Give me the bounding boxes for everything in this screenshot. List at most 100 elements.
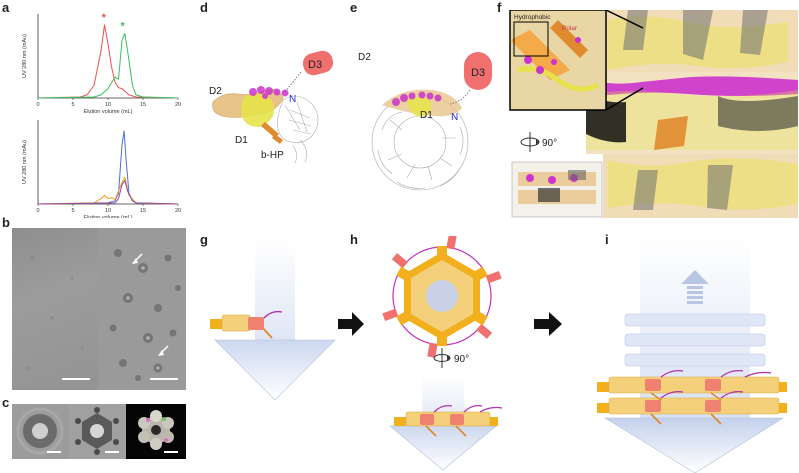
x-tick-label: 0 [36,102,39,108]
ghost-layers [624,313,766,367]
zoom-inset: Hydrophobic Polar [509,9,607,111]
class-average-3d-image [138,410,174,450]
series-line-blue [37,130,179,205]
micrograph-left-texture [25,256,84,380]
inset-label-hydrophobic: Hydrophobic [514,14,551,21]
class-average-1 [12,404,69,459]
linker-dotted [284,71,302,93]
x-tick-label: 20 [175,102,181,108]
rotation-label: 90° [542,138,557,149]
class-average-1-image [16,407,64,455]
x-axis-label: Elution volume (mL) [84,109,133,115]
side-view-inset [511,161,603,218]
panel-g-model [210,240,336,401]
panel-label-b: b [2,215,10,230]
domain-d1 [241,92,274,127]
panel-f-structure: Hydrophobic Polar 90° [509,9,798,218]
class-average-2-image [75,407,119,455]
panel-h-model: 90° [382,236,503,471]
domain-d3 [464,52,492,90]
panel-d-structure: D3 D2 D1 N b-HP [209,50,334,164]
rotate-icon [433,348,451,368]
label-n-terminus: N [451,112,458,123]
label-d3: D3 [471,67,485,79]
assembly-middle-layer [586,72,798,154]
panel-label-c: c [2,395,10,410]
chart-axes [37,120,178,205]
y-axis-label: UV 280 nm (mAu) [22,140,28,184]
peak-asterisk: * [102,12,107,24]
process-arrow-icon [338,312,364,336]
panel-label-h: h [350,232,358,247]
class-average-3d [126,404,186,459]
panel-label-d: d [200,0,208,15]
b-hairpin [261,122,283,144]
class-average-2 [69,404,126,459]
label-n-terminus: N [289,94,296,105]
series-line-purple [37,179,179,205]
scale-bar [62,378,90,380]
panel-label-g: g [200,232,208,247]
rotate-icon [520,132,540,152]
scale-bar [150,378,178,380]
assembly-top-layer [603,10,798,72]
x-tick-label: 5 [71,102,74,108]
label-d3: D3 [308,59,322,71]
process-arrow-icon [534,312,562,336]
membrane-arrow [214,339,336,401]
protein-layer-lower [597,390,787,425]
membrane-arrow [389,425,497,471]
panel-label-e: e [350,0,358,15]
x-tick-label: 10 [105,102,111,108]
zoom-line [605,87,644,111]
protein-monomer [210,310,283,339]
peak-asterisk: * [121,20,126,32]
zoom-line [605,9,644,29]
protein-layer-upper [597,369,787,394]
scale-bar [47,451,61,453]
domain-d3 [302,50,334,76]
domain-d1 [407,97,432,117]
x-tick-label: 15 [140,208,146,214]
x-tick-label: 20 [175,208,181,214]
panel-label-f: f [497,0,502,15]
micrograph-left [12,228,98,390]
series-line-green [37,32,179,99]
label-d2: D2 [358,52,371,63]
panel-f: Hydrophobic Polar 90° [508,9,798,222]
x-tick-label: 5 [71,208,74,214]
rotation-label: 90° [454,354,469,365]
micrograph-right-texture [109,249,181,381]
x-tick-label: 0 [36,208,39,214]
lipid-cluster [392,91,442,106]
linker-dotted [449,89,471,105]
x-tick-label: 15 [140,102,146,108]
scale-bar [164,451,178,453]
lipid-cluster [249,86,289,99]
series-line-orange [37,176,179,205]
membrane-arrow [603,417,785,473]
panel-e-structure: D3 D2 D1 N [358,52,492,191]
panel-label-i: i [605,232,609,247]
label-d1: D1 [235,135,248,146]
inset-label-polar: Polar [562,25,578,32]
protein-layer [394,404,503,437]
upward-arrow-icon [681,270,709,304]
series-line-red [37,24,179,99]
x-tick-label: 10 [105,208,111,214]
x-axis-label: Elution volume (mL) [84,215,133,218]
assembly-bottom-layer [603,154,798,218]
neighbor-subunit [277,95,319,164]
hexamer-ring [382,236,502,358]
label-d1: D1 [420,110,433,121]
chart-axes [37,14,178,99]
label-bhp: b-HP [261,150,284,161]
label-d2: D2 [209,86,222,97]
micrograph-right [98,228,186,390]
y-axis-label: UV 280 nm (mAu) [22,34,28,78]
panel-label-a: a [2,0,10,15]
scale-bar [105,451,119,453]
